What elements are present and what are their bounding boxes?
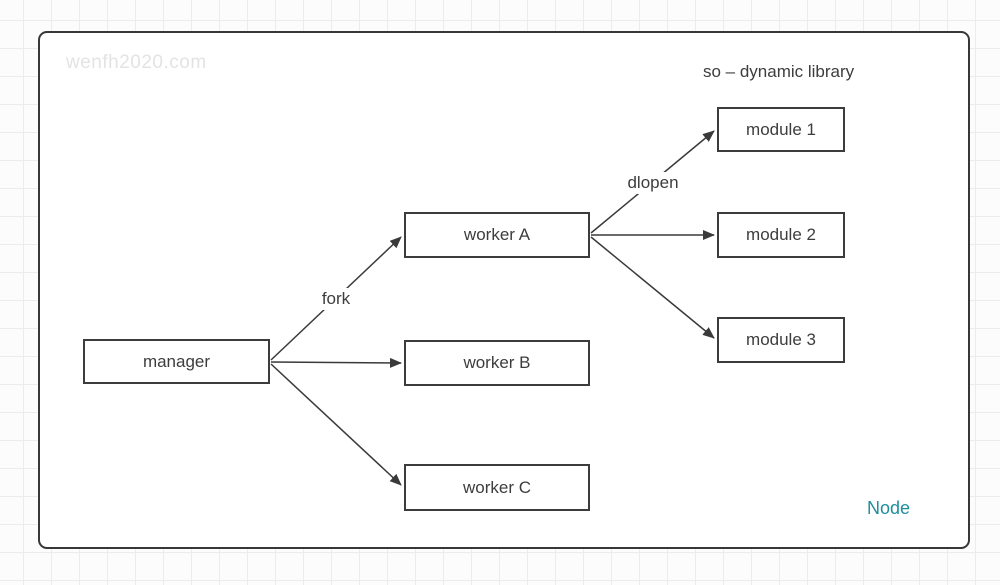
node-module-1: module 1 [717,107,845,152]
watermark-text: wenfh2020.com [66,52,207,73]
node-corner-label: Node [867,498,911,518]
node-worker-c: worker C [404,464,590,511]
node-worker-b: worker B [404,340,590,386]
node-module-3: module 3 [717,317,845,363]
edge-label-fork: fork [317,288,355,310]
node-manager: manager [83,339,270,384]
edge-manager-workerC [270,363,402,486]
node-worker-a: worker A [404,212,590,258]
edge-manager-workerB [270,357,402,368]
node-module-2: module 2 [717,212,845,258]
dynamic-library-title: so – dynamic library [703,62,855,81]
edge-workerA-module3 [590,236,715,339]
edge-label-dlopen: dlopen [623,172,683,194]
